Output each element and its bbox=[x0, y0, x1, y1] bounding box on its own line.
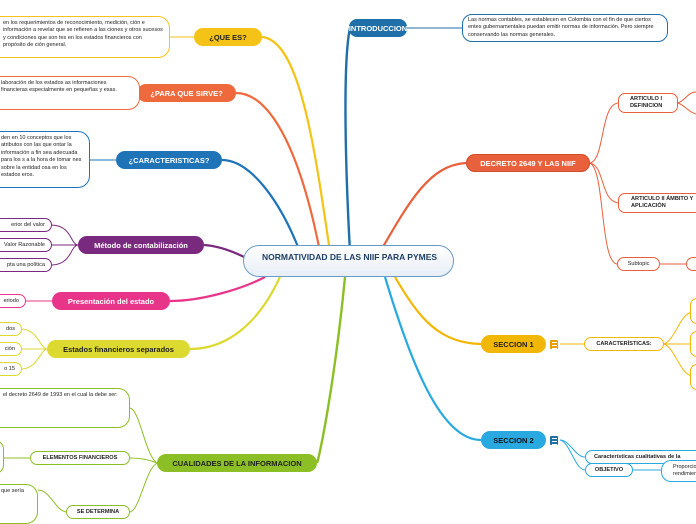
node-decreto-label: DECRETO 2649 Y LAS NIIF bbox=[480, 158, 576, 168]
subtopic-child-box[interactable] bbox=[686, 257, 696, 271]
estados-item-1-label: dos bbox=[5, 326, 15, 332]
note-icon[interactable] bbox=[550, 436, 558, 445]
node-introduccion[interactable]: INTRODUCCION bbox=[349, 19, 407, 37]
articulo-1-box[interactable]: ARTICULO I DEFINICION bbox=[618, 93, 678, 113]
metodo-item-3[interactable]: pta una política bbox=[0, 258, 52, 272]
node-que-es[interactable]: ¿QUE ES? bbox=[194, 28, 262, 46]
node-presentacion[interactable]: Presentación del estado bbox=[52, 292, 170, 310]
metodo-item-1-label: erior del valor bbox=[11, 222, 45, 228]
node-decreto[interactable]: DECRETO 2649 Y LAS NIIF bbox=[466, 154, 590, 172]
node-introduccion-label: INTRODUCCION bbox=[348, 23, 408, 33]
introduccion-text: Las normas contables, se establecen en C… bbox=[468, 17, 654, 38]
central-title: NORMATIVIDAD DE LAS NIIF PARA PYMES bbox=[262, 252, 438, 262]
se-determina-box[interactable]: SE DETERMINA bbox=[66, 505, 130, 519]
node-estados-financieros[interactable]: Estados financieros separados bbox=[47, 340, 190, 358]
caracteristicas-text-box[interactable]: den en 10 conceptos que los atributos co… bbox=[0, 131, 90, 188]
metodo-item-2[interactable]: Valor Razonable bbox=[0, 238, 52, 252]
articulo-2-label: ARTICULO II ÁMBITO Y APLICACIÓN bbox=[631, 196, 694, 209]
node-estados-financieros-label: Estados financieros separados bbox=[63, 344, 174, 354]
node-metodo-label: Método de contabilización bbox=[94, 240, 188, 250]
estados-item-2[interactable]: ción bbox=[0, 342, 22, 356]
se-determina-text: que sería bbox=[1, 488, 24, 494]
que-es-text: en los requerimientos de reconocimiento,… bbox=[3, 20, 163, 49]
seccion1-caracteristicas-box[interactable]: CARACTERÍSTICAS: bbox=[584, 337, 664, 351]
subtopic-box[interactable]: Subtopic bbox=[617, 257, 660, 271]
note-icon[interactable] bbox=[550, 340, 558, 349]
articulo-1-label: ARTICULO I DEFINICION bbox=[630, 96, 663, 109]
que-es-text-box[interactable]: en los requerimientos de reconocimiento,… bbox=[0, 16, 170, 58]
node-metodo[interactable]: Método de contabilización bbox=[78, 236, 204, 254]
cualidades-text-box[interactable]: el decreto 2649 de 1993 en el cual la de… bbox=[0, 388, 130, 428]
elementos-financieros-label: ELEMENTOS FINANCIEROS bbox=[42, 455, 118, 461]
se-determina-label: SE DETERMINA bbox=[76, 509, 120, 515]
node-presentacion-label: Presentación del estado bbox=[67, 296, 155, 306]
articulo-2-box[interactable]: ARTICULO II ÁMBITO Y APLICACIÓN bbox=[618, 193, 696, 213]
presentacion-item-1-label: eriodo bbox=[3, 298, 19, 304]
estados-item-3-label: o 15 bbox=[4, 366, 15, 372]
node-seccion2-label: SECCION 2 bbox=[493, 435, 534, 445]
seccion1-child-3[interactable] bbox=[690, 364, 696, 390]
seccion2-cualitativas-label: Características cualitativas de la bbox=[594, 454, 681, 460]
node-que-es-label: ¿QUE ES? bbox=[209, 32, 247, 42]
node-seccion1[interactable]: SECCION 1 bbox=[481, 335, 546, 353]
node-caracteristicas[interactable]: ¿CARACTERISTICAS? bbox=[116, 151, 222, 169]
seccion1-caracteristicas-label: CARACTERÍSTICAS: bbox=[596, 341, 652, 347]
node-para-que-sirve[interactable]: ¿PARA QUE SIRVE? bbox=[137, 84, 236, 102]
estados-item-2-label: ción bbox=[4, 346, 15, 352]
estados-item-1[interactable]: dos bbox=[0, 322, 22, 336]
introduccion-text-box[interactable]: Las normas contables, se establecen en C… bbox=[462, 14, 668, 42]
elementos-financieros-box[interactable]: ELEMENTOS FINANCIEROS bbox=[30, 451, 130, 465]
node-cualidades-label: CUALIDADES DE LA INFORMACION bbox=[172, 458, 302, 468]
metodo-item-2-label: Valor Razonable bbox=[4, 242, 45, 248]
node-para-que-sirve-label: ¿PARA QUE SIRVE? bbox=[150, 88, 223, 98]
seccion1-child-2[interactable] bbox=[690, 331, 696, 357]
cualidades-text: el decreto 2649 de 1993 en el cual la de… bbox=[3, 392, 118, 398]
estados-item-3[interactable]: o 15 bbox=[0, 362, 22, 376]
para-que-text: laboración de los estados as informacion… bbox=[1, 80, 117, 94]
metodo-item-3-label: pta una política bbox=[7, 262, 45, 268]
metodo-item-1[interactable]: erior del valor bbox=[0, 218, 52, 232]
node-caracteristicas-label: ¿CARACTERISTICAS? bbox=[128, 155, 210, 165]
node-cualidades[interactable]: CUALIDADES DE LA INFORMACION bbox=[157, 454, 317, 472]
central-topic[interactable]: NORMATIVIDAD DE LAS NIIF PARA PYMES bbox=[243, 245, 454, 277]
node-seccion2[interactable]: SECCION 2 bbox=[481, 431, 546, 449]
caracteristicas-text: den en 10 conceptos que los atributos co… bbox=[1, 135, 82, 179]
seccion2-objetivo-box[interactable]: OBJETIVO bbox=[585, 463, 633, 477]
seccion2-objetivo-label: OBJETIVO bbox=[594, 467, 624, 473]
node-seccion1-label: SECCION 1 bbox=[493, 339, 534, 349]
seccion2-objetivo-text-box[interactable]: Proporcionar rendimien bbox=[661, 460, 696, 482]
seccion2-objetivo-text: Proporcionar rendimien bbox=[673, 464, 696, 478]
se-determina-text-box[interactable]: que sería bbox=[0, 484, 38, 524]
para-que-text-box[interactable]: laboración de los estados as informacion… bbox=[0, 76, 140, 110]
subtopic-label: Subtopic bbox=[627, 261, 650, 267]
seccion1-child-1[interactable] bbox=[690, 298, 696, 324]
presentacion-item-1[interactable]: eriodo bbox=[0, 294, 26, 308]
